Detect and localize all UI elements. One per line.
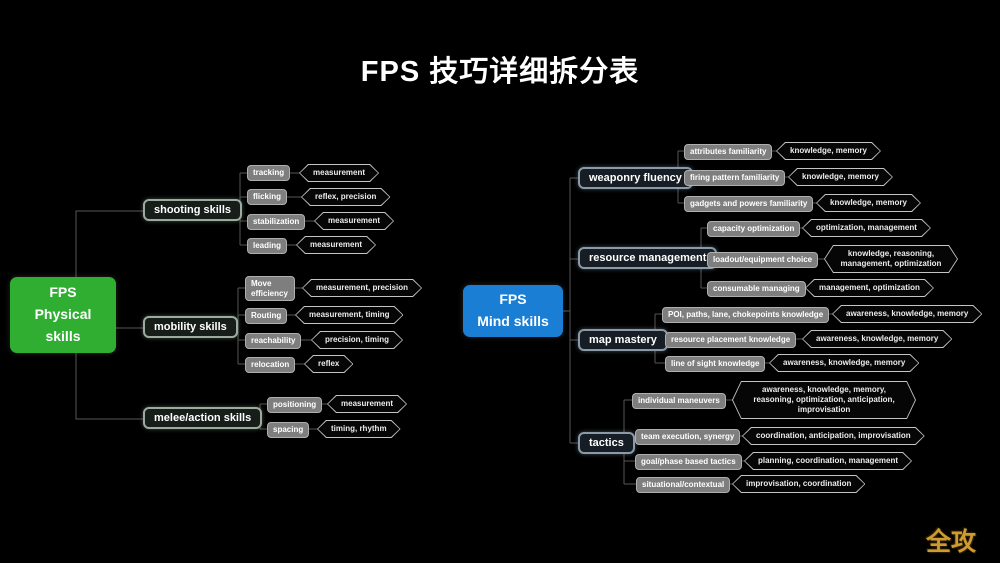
tag-node[interactable]: precision, timing <box>311 331 403 349</box>
category-map-mastery[interactable]: map mastery <box>578 329 668 351</box>
page-title: FPS 技巧详细拆分表 <box>360 56 640 88</box>
category-melee-action-skills[interactable]: melee/action skills <box>143 407 263 429</box>
watermark: 全攻略 <box>926 528 977 556</box>
tag-node[interactable]: measurement, timing <box>295 306 403 324</box>
skill-node-resource-placement-knowledge[interactable]: resource placement knowledge <box>665 332 797 348</box>
skill-node-team-execution-synergy[interactable]: team execution, synergy <box>635 429 741 445</box>
skill-node-attributes-familiarity[interactable]: attributes familiarity <box>684 144 773 160</box>
skill-node-consumable-managing[interactable]: consumable managing <box>707 281 806 297</box>
tag-node[interactable]: knowledge, memory <box>776 142 881 160</box>
tag-node[interactable]: reflex <box>304 355 353 373</box>
skill-node-leading[interactable]: leading <box>247 238 288 254</box>
skill-node-stabilization[interactable]: stabilization <box>247 214 306 230</box>
category-resource-management[interactable]: resource management <box>578 247 718 269</box>
tag-node[interactable]: coordination, anticipation, improvisatio… <box>742 427 925 445</box>
skill-node-spacing[interactable]: spacing <box>267 422 310 438</box>
skill-node-gadgets-powers-familiarity[interactable]: gadgets and powers familiarity <box>684 196 814 212</box>
tag-node[interactable]: optimization, management <box>802 219 931 237</box>
tag-node[interactable]: measurement <box>299 164 379 182</box>
tag-node[interactable]: measurement <box>314 212 394 230</box>
skill-node-goal-phase-based-tactics[interactable]: goal/phase based tactics <box>635 454 742 470</box>
tag-node[interactable]: improvisation, coordination <box>732 475 865 493</box>
tag-node[interactable]: planning, coordination, management <box>744 452 912 470</box>
tag-node[interactable]: reflex, precision <box>301 188 390 206</box>
skill-node-poi-paths-lane-chokepoints[interactable]: POI, paths, lane, chokepoints knowledge <box>662 307 830 323</box>
category-tactics[interactable]: tactics <box>578 432 635 454</box>
tag-node[interactable]: awareness, knowledge, memory <box>802 330 952 348</box>
tag-node[interactable]: timing, rhythm <box>317 420 401 438</box>
category-shooting-skills[interactable]: shooting skills <box>143 199 243 221</box>
skill-node-line-of-sight-knowledge[interactable]: line of sight knowledge <box>665 356 766 372</box>
skill-node-reachability[interactable]: reachability <box>245 333 302 349</box>
tag-node[interactable]: measurement <box>327 395 407 413</box>
tag-node[interactable]: measurement <box>296 236 376 254</box>
category-weaponry-fluency[interactable]: weaponry fluency <box>578 167 693 189</box>
skill-node-move-efficiency[interactable]: Move efficiency <box>245 276 295 302</box>
tag-node[interactable]: awareness, knowledge, memory, reasoning,… <box>732 381 916 419</box>
tag-node[interactable]: knowledge, memory <box>788 168 893 186</box>
skill-node-flicking[interactable]: flicking <box>247 189 288 205</box>
skill-node-positioning[interactable]: positioning <box>267 397 323 413</box>
skill-node-individual-maneuvers[interactable]: individual maneuvers <box>632 393 726 409</box>
tag-node[interactable]: management, optimization <box>805 279 934 297</box>
tag-node[interactable]: awareness, knowledge, memory <box>832 305 982 323</box>
tag-node[interactable]: knowledge, memory <box>816 194 921 212</box>
tag-node[interactable]: measurement, precision <box>302 279 422 297</box>
skill-node-relocation[interactable]: relocation <box>245 357 296 373</box>
skill-node-situational-contextual[interactable]: situational/contextual <box>636 477 731 493</box>
skill-node-tracking[interactable]: tracking <box>247 165 291 181</box>
skill-node-firing-pattern-familiarity[interactable]: firing pattern familiarity <box>684 170 786 186</box>
category-mobility-skills[interactable]: mobility skills <box>143 316 238 338</box>
skill-node-routing[interactable]: Routing <box>245 308 288 324</box>
tag-node[interactable]: knowledge, reasoning, management, optimi… <box>824 245 958 273</box>
skill-node-loadout-equipment-choice[interactable]: loadout/equipment choice <box>707 252 819 268</box>
skill-node-capacity-optimization[interactable]: capacity optimization <box>707 221 801 237</box>
root-node-mind-skills[interactable]: FPS Mind skills <box>463 285 563 337</box>
tag-node[interactable]: awareness, knowledge, memory <box>769 354 919 372</box>
root-node-physical-skills[interactable]: FPS Physical skills <box>10 277 116 353</box>
